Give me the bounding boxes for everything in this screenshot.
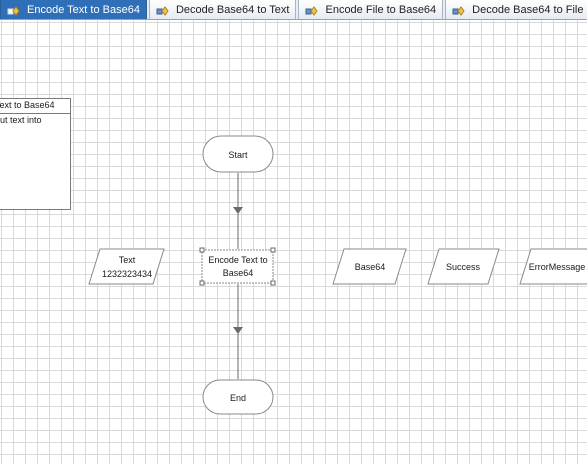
tab-encode-text-to-base64[interactable]: Encode Text to Base64 [0, 0, 147, 19]
output-base64-node[interactable]: Base64 [332, 248, 407, 285]
flowchart-diagram: Start Encode Text to Base64 End Text 123… [88, 135, 587, 415]
comment-title: Text to Base64 [0, 99, 70, 114]
tab-encode-file-to-base64[interactable]: Encode File to Base64 [298, 0, 444, 19]
input-value: 1232323434 [102, 269, 152, 279]
connector-start-to-action [233, 173, 243, 249]
arrow-down-icon [233, 207, 243, 214]
action-label-line1: Encode Text to [208, 255, 267, 265]
tab-label: Decode Base64 to Text [175, 3, 290, 16]
selection-handle[interactable] [270, 280, 276, 286]
input-text-node[interactable]: Text 1232323434 [88, 248, 165, 285]
flowchart-canvas[interactable]: Text to Base64 put text into Start Encod… [0, 20, 587, 464]
output-success-node[interactable]: Success [427, 248, 500, 285]
tab-decode-base64-to-text[interactable]: Decode Base64 to Text [148, 0, 297, 19]
tab-decode-base64-to-file[interactable]: Decode Base64 to File [445, 0, 587, 19]
selection-handle[interactable] [199, 247, 205, 253]
end-label: End [230, 393, 246, 403]
tab-label: Encode Text to Base64 [27, 3, 140, 16]
output-errormessage-node[interactable]: ErrorMessage [519, 248, 587, 285]
output-label: ErrorMessage [529, 262, 586, 272]
start-node[interactable]: Start [202, 135, 274, 173]
comment-body: put text into [0, 115, 42, 125]
workflow-icon [305, 5, 319, 16]
workflow-icon [7, 5, 20, 16]
output-label: Base64 [355, 262, 386, 272]
tab-label: Encode File to Base64 [325, 3, 437, 16]
start-label: Start [228, 150, 248, 160]
input-label: Text [119, 255, 136, 265]
workflow-icon [452, 5, 465, 16]
comment-note[interactable]: Text to Base64 put text into [0, 98, 71, 210]
output-label: Success [446, 262, 481, 272]
tab-strip: Encode Text to Base64 Decode Base64 to T… [0, 0, 587, 20]
connector-action-to-end [233, 284, 243, 379]
selection-handle[interactable] [199, 280, 205, 286]
tab-label: Decode Base64 to File [472, 3, 584, 16]
end-node[interactable]: End [202, 379, 274, 415]
action-label-line2: Base64 [223, 268, 254, 278]
arrow-down-icon [233, 327, 243, 334]
selection-handle[interactable] [270, 247, 276, 253]
workflow-icon [156, 5, 169, 16]
encode-action-node[interactable]: Encode Text to Base64 [199, 247, 276, 286]
